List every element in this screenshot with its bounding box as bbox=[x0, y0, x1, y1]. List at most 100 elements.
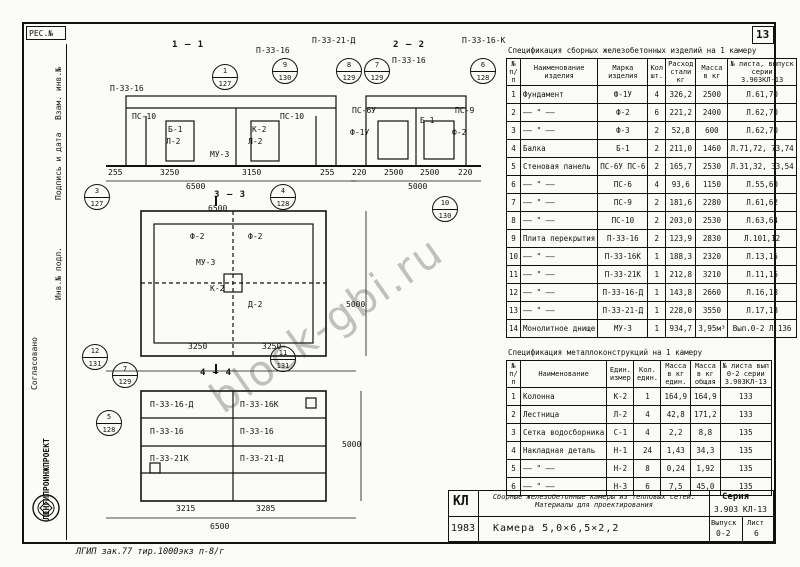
table-cell: 2530 bbox=[695, 157, 729, 176]
s44-slab-2: П-33-16К bbox=[240, 400, 279, 409]
table-cell: 12 bbox=[505, 283, 522, 302]
table-cell: 2 bbox=[647, 211, 667, 230]
table-cell: Фундамент bbox=[520, 85, 599, 104]
s11-el-3: К-2 bbox=[252, 125, 267, 134]
table2-title: Спецификация металлоконструкций на 1 кам… bbox=[508, 348, 703, 357]
s11-dim-2: 3250 bbox=[160, 168, 180, 177]
table-cell: 4 bbox=[647, 175, 667, 194]
s11-el-4: Л-2 bbox=[248, 137, 263, 146]
table-cell: Л.11,15 bbox=[727, 265, 797, 284]
table-cell: —— " —— bbox=[520, 175, 599, 194]
table-cell: МУ-3 bbox=[597, 319, 649, 338]
issue-label: Выпуск bbox=[711, 519, 737, 527]
table-cell: 2 bbox=[647, 229, 667, 248]
drawing-name: Камера 5,0×6,5×2,2 bbox=[493, 523, 620, 534]
table-cell: 133 bbox=[719, 405, 773, 424]
table-cell: 4 bbox=[647, 85, 667, 104]
table-cell: 6 bbox=[506, 477, 521, 496]
issue-value: 0-2 bbox=[716, 529, 731, 538]
s22-dim-3: 2500 bbox=[420, 168, 440, 177]
s22-el-2: ПС-9 bbox=[455, 106, 475, 115]
s11-side-label: П-33-16 bbox=[110, 84, 144, 93]
table-cell: Ф-2 bbox=[597, 103, 649, 122]
table-cell: С-1 bbox=[606, 423, 635, 442]
table1-header: Масса в кг bbox=[695, 58, 729, 86]
table-cell: Накладная деталь bbox=[519, 441, 608, 460]
table-cell: 135 bbox=[719, 423, 773, 442]
s22-el-4: Ф-1У bbox=[350, 128, 370, 137]
s11-top-label: П-33-16 bbox=[256, 46, 290, 55]
s11-el-1: Б-1 bbox=[168, 125, 183, 134]
table-cell: 6 bbox=[505, 175, 522, 194]
table-cell: 164,9 bbox=[660, 387, 692, 406]
table-cell: Балка bbox=[520, 139, 599, 158]
s22-dim-5: 5000 bbox=[408, 182, 428, 191]
table-cell: Л.101,12 bbox=[727, 229, 797, 248]
table-cell: 1 bbox=[633, 387, 662, 406]
s33-dim-3: 3250 bbox=[188, 342, 208, 351]
table-cell: 326,2 bbox=[665, 85, 697, 104]
section-title-3-3: 3 – 3 bbox=[214, 190, 247, 200]
page-number: 13 bbox=[756, 28, 770, 41]
table-cell: 42,8 bbox=[660, 405, 692, 424]
table-cell: 13 bbox=[505, 301, 522, 320]
table-cell: Плита перекрытия bbox=[520, 229, 599, 248]
table-cell: ПС-9 bbox=[597, 193, 649, 212]
s11-dim-1: 255 bbox=[108, 168, 123, 177]
table-cell: 1460 bbox=[695, 139, 729, 158]
title-block: КЛ 1983 Сборные железобетонные камеры из… bbox=[448, 490, 774, 542]
table-cell: 3550 bbox=[695, 301, 729, 320]
left-strip bbox=[26, 44, 67, 540]
table-cell: Колонна bbox=[519, 387, 608, 406]
table-cell: К-2 bbox=[606, 387, 635, 406]
table-cell: 4 bbox=[506, 441, 521, 460]
table2-header: Масса в кг един. bbox=[660, 360, 692, 388]
institute-seal-icon bbox=[32, 494, 60, 522]
section-title-2-2: 2 – 2 bbox=[393, 40, 426, 50]
table-cell: 2280 bbox=[695, 193, 729, 212]
table-cell: 1 bbox=[647, 319, 667, 338]
table-cell: 5 bbox=[505, 157, 522, 176]
s33-el-2: Ф-2 bbox=[248, 232, 263, 241]
table-cell: 212,8 bbox=[665, 265, 697, 284]
agreed-label: Согласовано bbox=[30, 337, 39, 390]
section-1-1-outline bbox=[125, 95, 337, 167]
s44-dim-4: 5000 bbox=[342, 440, 362, 449]
s22-dim-2: 2500 bbox=[384, 168, 404, 177]
table-cell: 181,6 bbox=[665, 193, 697, 212]
table-cell: 52,8 bbox=[665, 121, 697, 140]
table-cell: 1 bbox=[647, 301, 667, 320]
table-cell: 1150 bbox=[695, 175, 729, 194]
s22-el-1: ПС-6У bbox=[352, 106, 377, 115]
s11-dim-4: 255 bbox=[320, 168, 335, 177]
table2-header: Кол. един. bbox=[633, 360, 662, 388]
s33-dim-2: 5000 bbox=[346, 300, 366, 309]
corner-stamp: РЕС.№ bbox=[26, 26, 66, 40]
org-code: КЛ bbox=[453, 494, 469, 509]
s33-el-1: Ф-2 bbox=[190, 232, 205, 241]
table2-header: № п/п bbox=[506, 360, 521, 388]
table-cell: ПС-6У ПС-6 bbox=[597, 157, 649, 176]
table-cell: 1,43 bbox=[660, 441, 692, 460]
table-cell: Л.61,62 bbox=[727, 193, 797, 212]
s22-el-3: Б-1 bbox=[420, 116, 435, 125]
table-cell: 7 bbox=[505, 193, 522, 212]
s44-dim-1: 3215 bbox=[176, 504, 196, 513]
table-cell: —— " —— bbox=[520, 121, 599, 140]
